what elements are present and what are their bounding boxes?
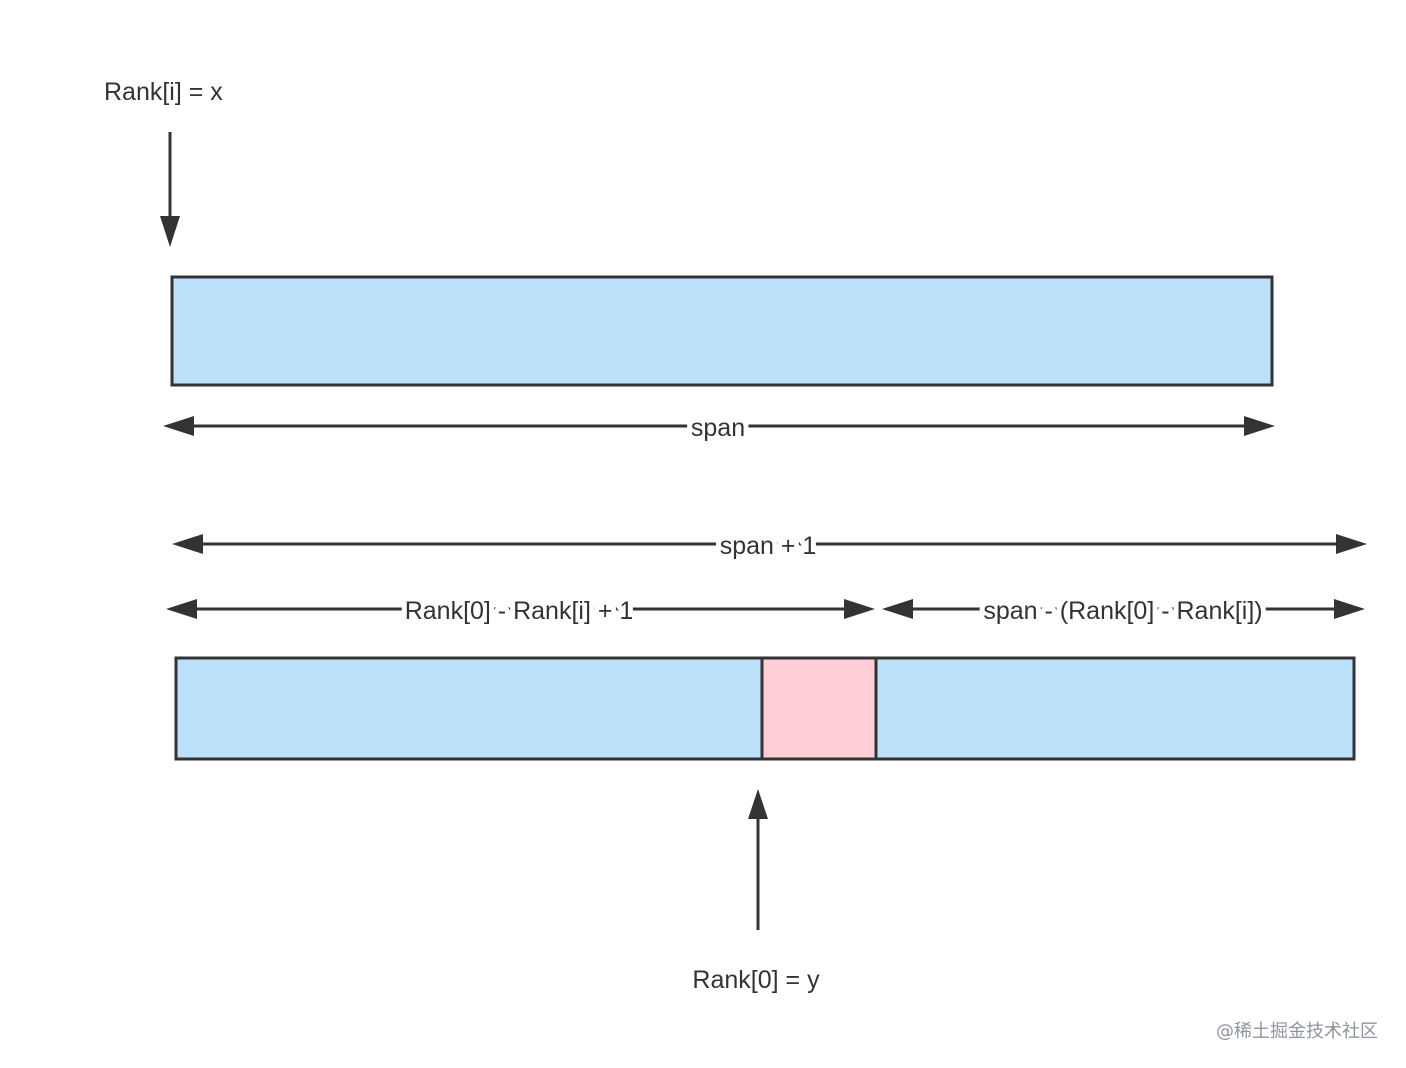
top-bar <box>170 275 1274 387</box>
watermark: @稀土掘金技术社区 <box>1216 1021 1378 1042</box>
span-arrow <box>163 416 1275 436</box>
left-part-label: Rank[0] - Rank[i] + 1 <box>405 597 634 625</box>
span-plus-1-arrow <box>172 534 1367 554</box>
right-part-arrow-head-right <box>1334 599 1365 619</box>
bottom-bar <box>174 656 1356 761</box>
rank-i-pointer-arrow <box>160 132 180 247</box>
span-arrow-head-left <box>163 416 194 436</box>
span-plus-1-label: span + 1 <box>720 532 817 560</box>
left-part-arrow-head-right <box>844 599 875 619</box>
span-plus-1-arrow-head-left <box>172 534 203 554</box>
rank-0-pointer-arrow <box>748 789 768 930</box>
right-part-arrow <box>882 599 1365 619</box>
right-part-label: span - (Rank[0] - Rank[i]) <box>983 597 1262 625</box>
bottom-bar-right-segment <box>874 656 1356 761</box>
rank-0-label: Rank[0] = y <box>692 966 820 994</box>
bottom-bar-left-segment <box>174 656 764 761</box>
right-part-arrow-head-left <box>882 599 913 619</box>
left-part-arrow-head-left <box>166 599 197 619</box>
span-arrow-head-right <box>1244 416 1275 436</box>
left-part-arrow <box>166 599 875 619</box>
bottom-bar-highlight-segment <box>760 656 878 761</box>
span-label: span <box>691 414 745 442</box>
span-plus-1-arrow-head-right <box>1336 534 1367 554</box>
rank-0-pointer-head <box>748 789 768 819</box>
rank-i-label: Rank[i] = x <box>104 78 223 106</box>
rank-i-pointer-head <box>160 216 180 247</box>
